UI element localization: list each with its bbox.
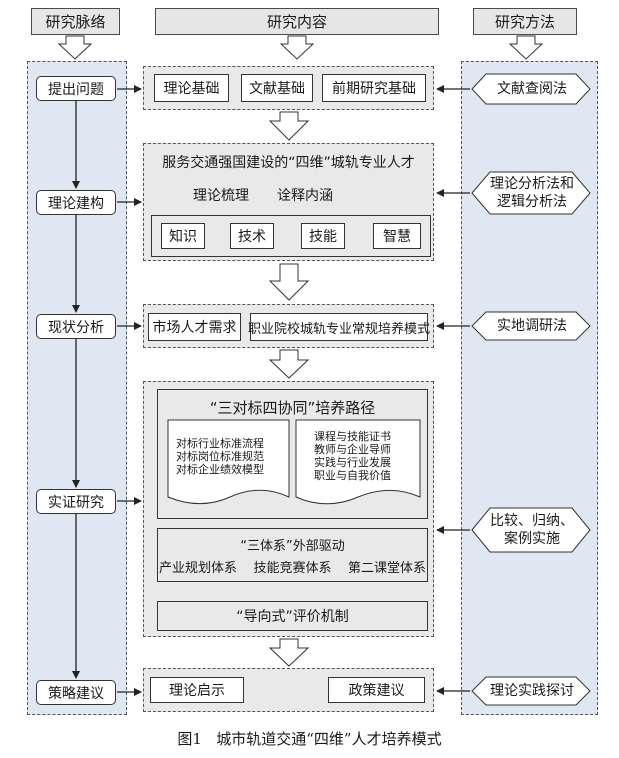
dimension-technology-box: 技术 [230, 223, 274, 249]
header-content: 研究内容 [155, 8, 439, 35]
external-driver-panel [157, 528, 428, 582]
benchmark-list-overlay: 对标行业标准流程 对标岗位标准规范 对标企业绩效模型 [176, 437, 288, 476]
theory-connotation: 诠释内涵 [277, 188, 333, 204]
synergy-document-shape [295, 419, 421, 505]
dimension-skill-box: 技能 [301, 223, 345, 249]
flow-down-arrow [268, 111, 310, 141]
dimension-knowledge-box: 知识 [161, 223, 205, 249]
header-content-down-arrow [279, 35, 315, 60]
method-line: 案例实施 [504, 531, 560, 547]
flow-down-arrow [268, 638, 310, 667]
context-lane [27, 61, 127, 715]
dimension-wisdom-box: 智慧 [373, 223, 421, 249]
method-shape [471, 171, 591, 215]
market-demand-box: 市场人才需求 [148, 313, 241, 341]
theory-title: 服务交通强国建设的“四维”城轨专业人才 [162, 155, 415, 171]
header-context-down-arrow [57, 35, 93, 60]
method-shape [471, 676, 591, 706]
step-strategy-advice: 策略建议 [36, 680, 116, 705]
flow-down-arrow [268, 349, 310, 379]
step-theory-construction: 理论建构 [36, 190, 116, 215]
method-line: 理论分析法和 [490, 176, 574, 192]
path-title: “三对标四协同”培养路径 [209, 399, 376, 417]
method-line: 比较、归纳、 [490, 513, 574, 529]
basis-theory-box: 理论基础 [154, 74, 229, 102]
benchmark-item: 对标行业标准流程 [176, 437, 264, 450]
method-line: 逻辑分析法 [497, 194, 567, 210]
method-theory-practice-discussion: 理论实践探讨 [490, 683, 574, 699]
benchmark-item: 对标企业绩效模型 [176, 463, 264, 476]
conventional-mode-box: 职业院校城轨专业常规培养模式 [248, 313, 430, 341]
policy-advice-box: 政策建议 [328, 677, 425, 703]
external-driver-title: “三体系”外部驱动 [240, 539, 345, 554]
evaluation-mechanism-box: “导向式”评价机制 [157, 601, 428, 631]
synergy-item: 教师与企业导师 [314, 443, 391, 456]
figure-caption: 图1 城市轨道交通“四维”人才培养模式 [177, 730, 442, 748]
basis-literature-box: 文献基础 [241, 74, 313, 102]
method-literature-review: 文献查阅法 [497, 81, 567, 97]
method-shape [471, 507, 591, 553]
benchmark-document-shape [167, 419, 290, 505]
benchmark-item: 对标岗位标准规范 [176, 450, 264, 463]
step-empirical-research: 实证研究 [36, 489, 116, 514]
theory-sorting: 理论梳理 [193, 188, 249, 204]
synergy-item: 职业与自我价值 [314, 469, 391, 482]
header-method: 研究方法 [473, 8, 577, 35]
method-theoretical-logical-analysis: 理论分析法和 逻辑分析法 [482, 172, 582, 214]
external-driver-items: 产业规划体系 技能竞赛体系 第二课堂体系 [158, 561, 427, 576]
flow-down-arrow [268, 263, 310, 301]
basis-prior-research-box: 前期研究基础 [322, 74, 426, 102]
synergy-list-overlay: 课程与技能证书 教师与企业导师 实践与行业发展 职业与自我价值 [314, 430, 420, 482]
method-shape [471, 311, 591, 341]
synergy-item: 课程与技能证书 [314, 430, 391, 443]
synergy-item: 实践与行业发展 [314, 456, 391, 469]
method-comparison-induction-case: 比较、归纳、 案例实施 [482, 508, 582, 552]
header-method-down-arrow [508, 35, 544, 60]
step-raise-question: 提出问题 [36, 76, 116, 101]
theory-insight-box: 理论启示 [150, 677, 244, 703]
method-field-survey: 实地调研法 [497, 318, 567, 334]
method-shape [471, 73, 591, 105]
header-context: 研究脉络 [31, 8, 120, 35]
method-lane [461, 61, 598, 715]
step-status-analysis: 现状分析 [36, 314, 116, 339]
